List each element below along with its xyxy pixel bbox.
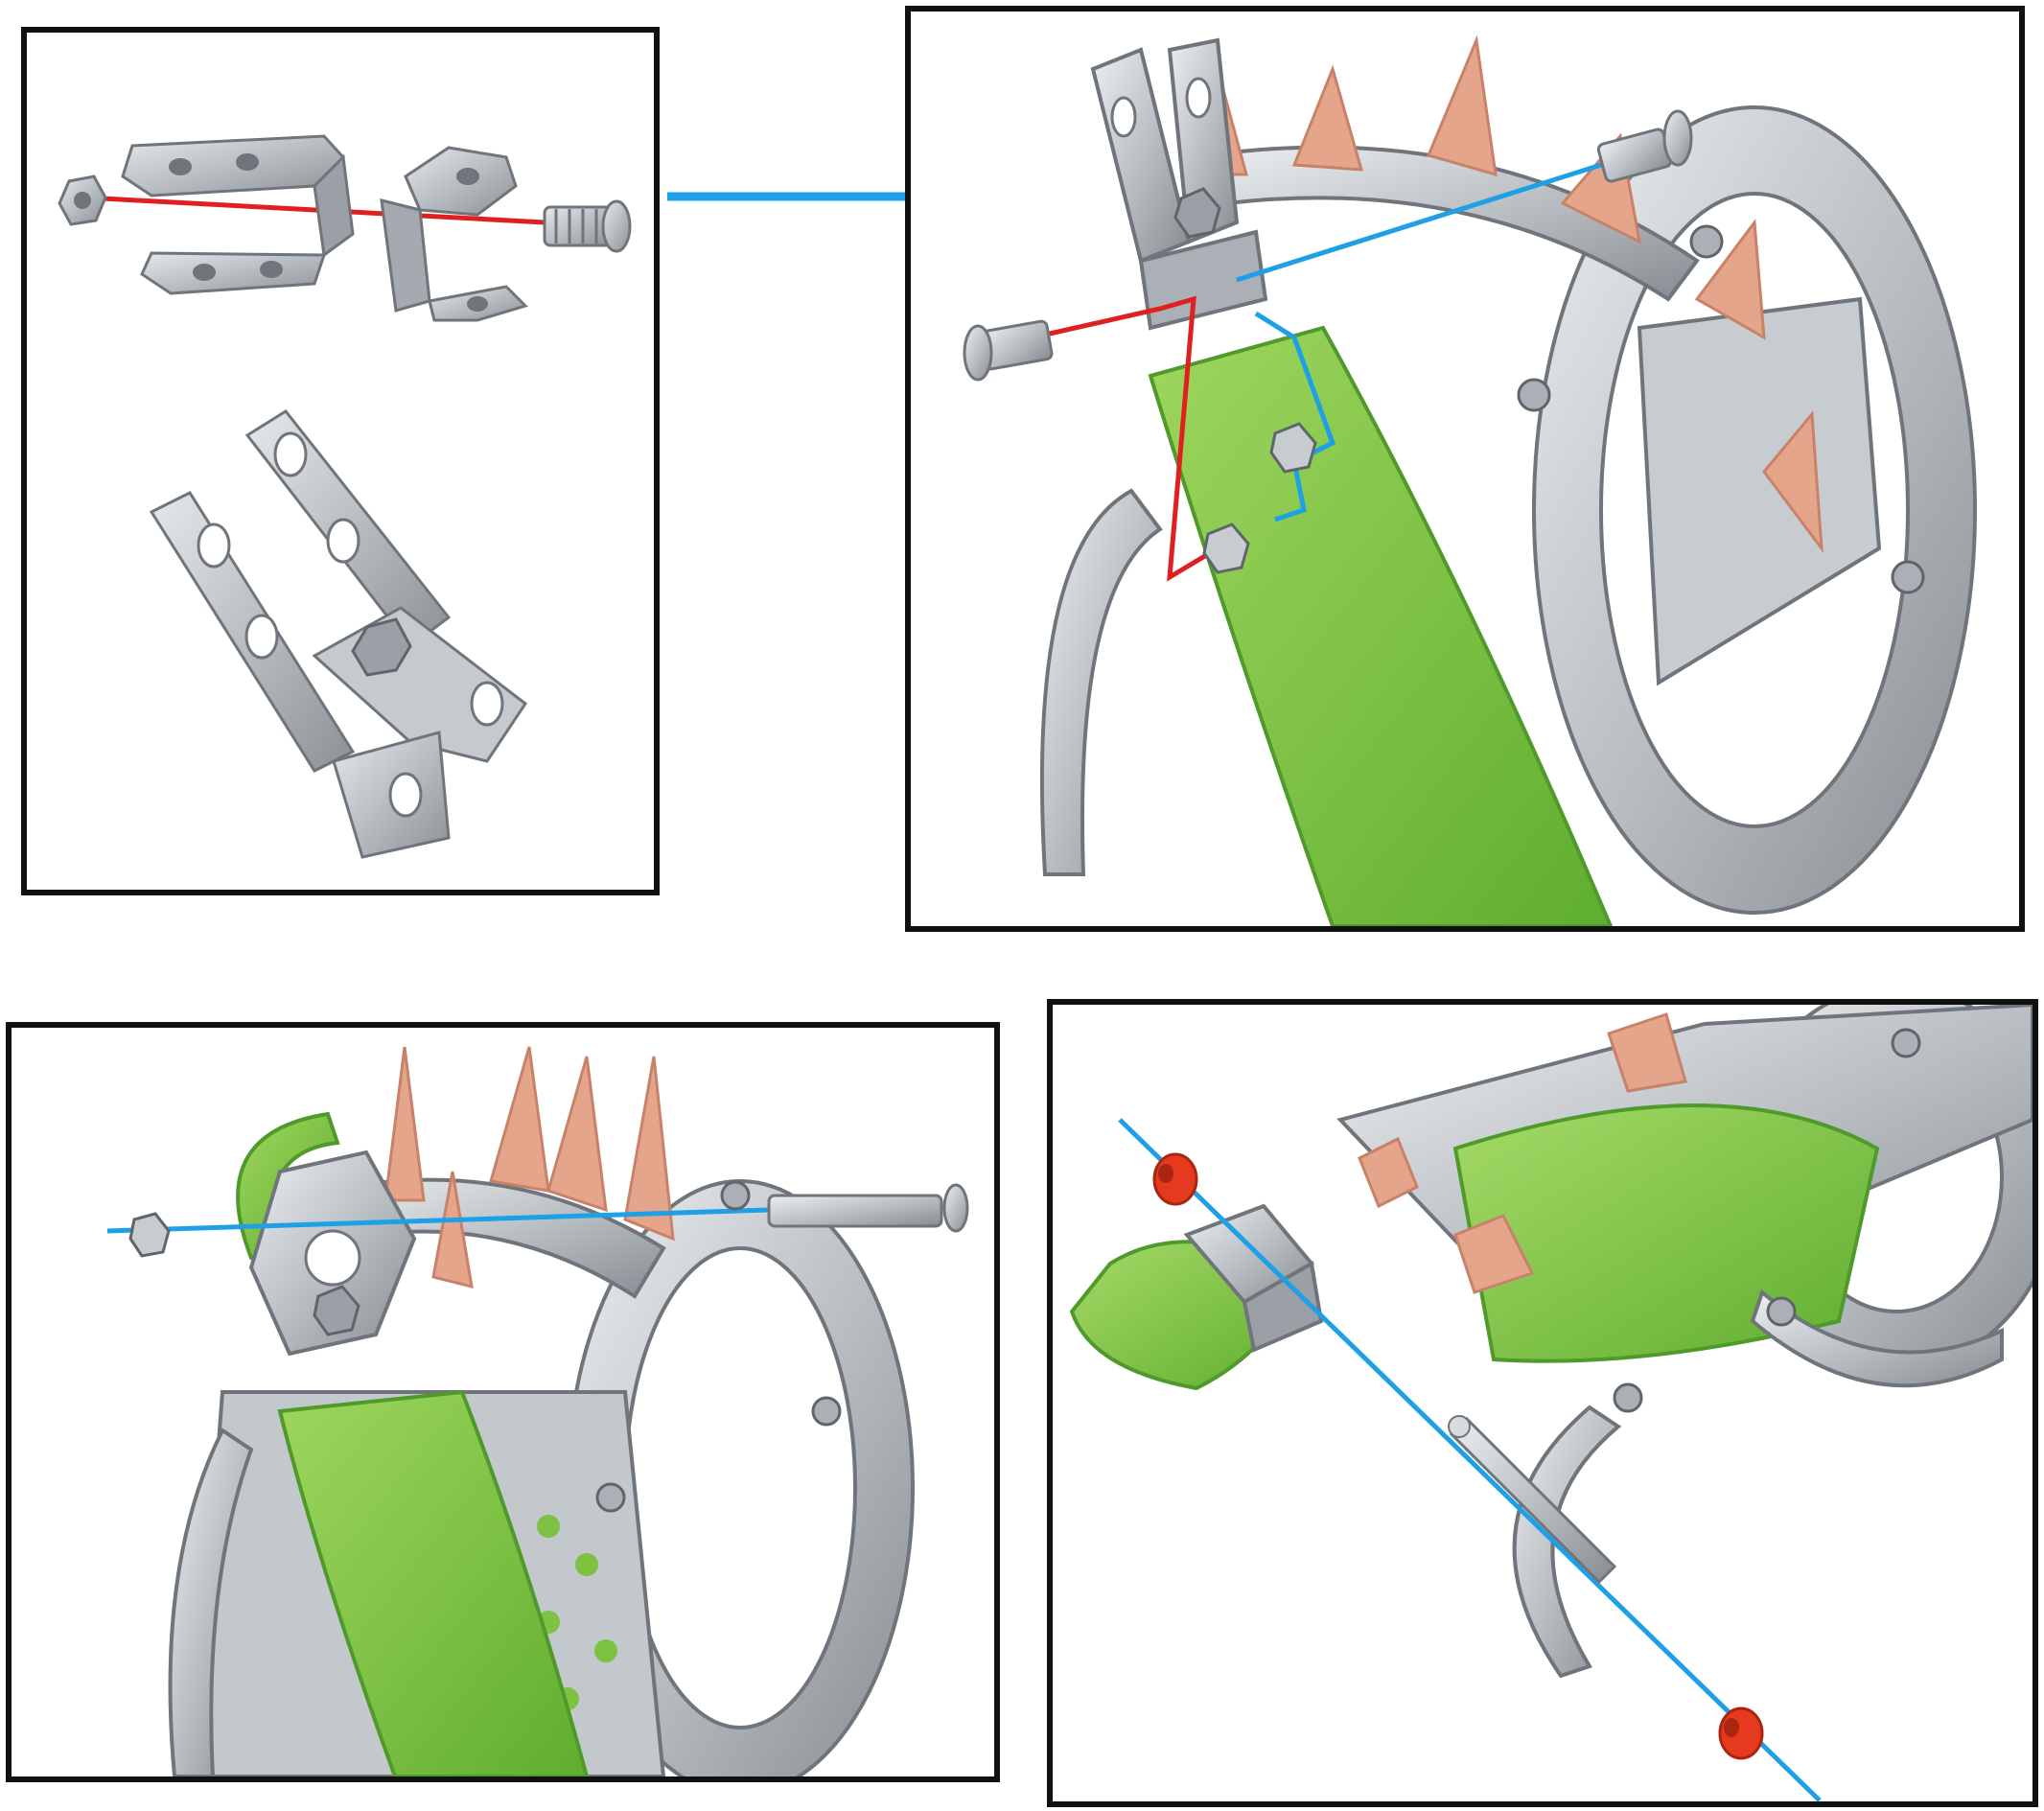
screw-icon [543,199,632,253]
step-4-illustration [1069,1005,2032,1801]
step-3-illustration [106,1046,969,1776]
hex-nut-icon [1269,422,1317,474]
step-1-panel [21,27,660,895]
angle-bracket-icon [121,134,355,295]
blue-guide-line [1118,1118,1822,1801]
curved-leg [168,1428,254,1776]
screw-icon [1596,109,1693,183]
wheel-disc [1532,105,1977,915]
hex-nut-icon [1202,522,1250,574]
red-guide-line [83,195,546,225]
green-plastic-strip [1452,1103,1880,1363]
bolt-head [1517,378,1551,412]
curved-leg [1750,1289,2004,1388]
bolt-head [1891,560,1925,594]
assembled-bracket-pair [149,409,528,859]
green-plastic-strip [277,1389,590,1776]
red-guide-line [1010,295,1219,582]
bolt-head [720,1180,751,1211]
hex-nut-icon [58,174,107,226]
step-4-panel [1047,999,2038,1807]
step-2-illustration [963,35,1977,926]
curved-strip [325,1177,666,1299]
bolt-head [595,1482,626,1513]
spacer-ring-icon [1152,1152,1198,1206]
bolt-head [811,1396,842,1427]
curved-leg [1039,488,1163,876]
angle-bracket-icon [380,146,528,322]
hex-nut-icon [1173,187,1221,239]
bolt-head [1891,1028,1921,1058]
hex-nut-icon [128,1212,171,1258]
angle-bracket-icon [1090,37,1268,331]
copper-spikes [1358,1136,1419,1209]
copper-spikes [383,1046,675,1289]
copper-spikes [1187,35,1823,553]
bolt-head [1689,224,1724,259]
hex-nut-icon [313,1285,360,1336]
step-3-panel [6,1022,1000,1782]
bolt-head [1613,1382,1643,1413]
copper-spikes [1453,1214,1535,1294]
blue-guide-line [106,1207,770,1234]
step-1-illustration [58,134,632,859]
bolt-head [1766,1296,1797,1327]
step-2-panel [905,6,2025,932]
copper-spikes [1607,1012,1687,1093]
spacer-ring-icon [1718,1707,1764,1760]
curved-strip [1205,145,1700,302]
angle-bracket-icon [248,1149,417,1357]
screw-icon [767,1183,969,1233]
axle-rod-icon [1448,1415,1617,1585]
blue-guide-line [1236,162,1602,283]
hex-nut-icon [351,617,412,677]
screw-icon [963,319,1054,382]
